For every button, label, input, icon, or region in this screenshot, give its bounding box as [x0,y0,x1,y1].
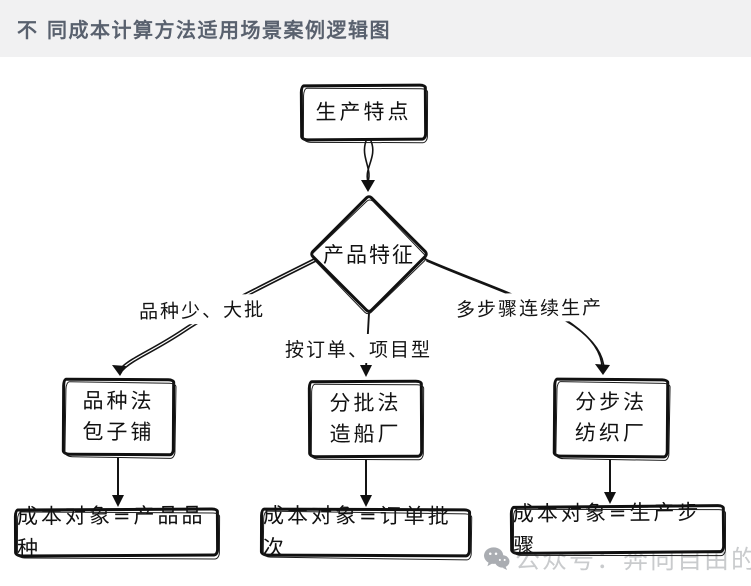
cost-object-label: 成本对象=订单批次 [262,503,452,560]
method-name: 分步法 [575,389,648,414]
page-title: 不 同成本计算方法适用场景案例逻辑图 [17,18,391,42]
node-decision-label: 产品特征 [323,243,415,267]
page-header: 不 同成本计算方法适用场景案例逻辑图 [0,0,751,57]
node-cost-object-variety: 成本对象=产品品种 [13,504,220,560]
flowchart-canvas: 公众号：奔向自由的果 生产特点 产品特征 品种少、大批 按订单、项目型 多步骤连… [0,57,751,586]
edge-label-by-order: 按订单、项目型 [281,334,437,363]
edge-label-few-varieties: 品种少、大批 [134,293,270,326]
node-cost-object-batch: 成本对象=订单批次 [259,504,472,559]
node-variety-method: 品种法 包子铺 [61,377,176,457]
cost-object-label: 成本对象=产品品种 [16,503,206,561]
method-name: 分批法 [329,390,402,415]
node-batch-method: 分批法 造船厂 [307,379,424,459]
node-production-traits: 生产特点 [299,83,428,142]
method-example: 纺织厂 [574,420,647,446]
edge-label-multistep: 多步骤连续生产 [451,291,608,324]
method-example: 包子铺 [82,419,155,445]
cost-object-label: 成本对象=生产步骤 [512,500,702,558]
node-label: 生产特点 [315,99,412,125]
method-name: 品种法 [82,388,155,413]
arrowheads [112,180,616,507]
wechat-icon [484,546,510,570]
node-cost-object-step: 成本对象=生产步骤 [509,500,726,557]
method-example: 造船厂 [329,421,402,447]
node-step-method: 分步法 纺织厂 [552,377,670,459]
